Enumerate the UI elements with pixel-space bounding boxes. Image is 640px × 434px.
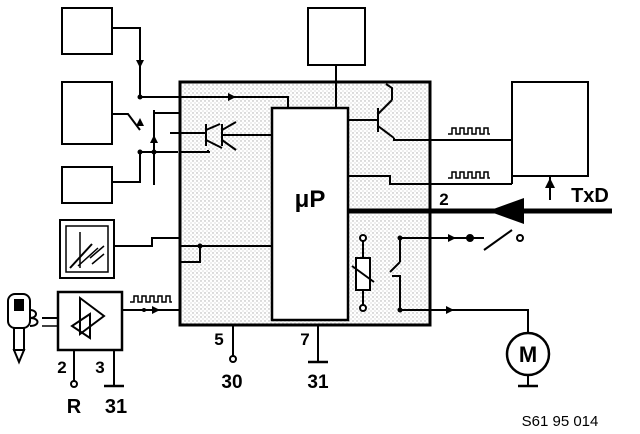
- microprocessor-label: μP: [295, 186, 326, 213]
- input-box-1: [61, 7, 113, 55]
- terminal-31-module-label: 31: [307, 372, 329, 393]
- relay-wiring-dots: [397, 234, 456, 314]
- figure-code: S61 95 014: [522, 413, 599, 430]
- txd-label: TxD: [571, 185, 609, 207]
- signal-wave-top: [448, 127, 490, 135]
- output-transistor-icon: [348, 83, 512, 141]
- pin-7-label: 7: [300, 330, 309, 349]
- txd-arrow: [348, 176, 612, 224]
- ground-icon: [308, 325, 328, 364]
- terminal-31-amp-label: 31: [105, 396, 127, 418]
- top-box: [307, 7, 366, 108]
- terminal-30-label: 30: [221, 372, 242, 393]
- signal-wave-amp: [130, 295, 172, 303]
- line-2-label: 2: [439, 190, 448, 209]
- input-box-2: [61, 81, 113, 145]
- receiver-box: [511, 81, 589, 177]
- signal-line-2: [348, 170, 513, 185]
- input-box-3: [61, 166, 113, 204]
- door-switch-icon: [59, 219, 115, 279]
- pin-5-label: 5: [214, 330, 223, 349]
- antenna-amplifier-icon: [42, 290, 180, 352]
- key-fob-icon: [7, 293, 39, 365]
- amp-pin-3-label: 3: [95, 358, 104, 377]
- transistor-icon: [170, 121, 272, 153]
- switch-icon: [466, 229, 524, 251]
- signal-wave-mid: [448, 171, 490, 179]
- relay-icon: [351, 234, 470, 312]
- terminal-r-label: R: [67, 396, 82, 418]
- terminal-30-wire: [229, 325, 237, 363]
- microprocessor-block: [270, 106, 350, 322]
- bus-arrows: [136, 60, 236, 249]
- motor-label: M: [519, 342, 537, 367]
- motor-icon: [470, 309, 551, 388]
- amp-pin-2-label: 2: [57, 358, 66, 377]
- amplifier-terminals: [70, 350, 124, 388]
